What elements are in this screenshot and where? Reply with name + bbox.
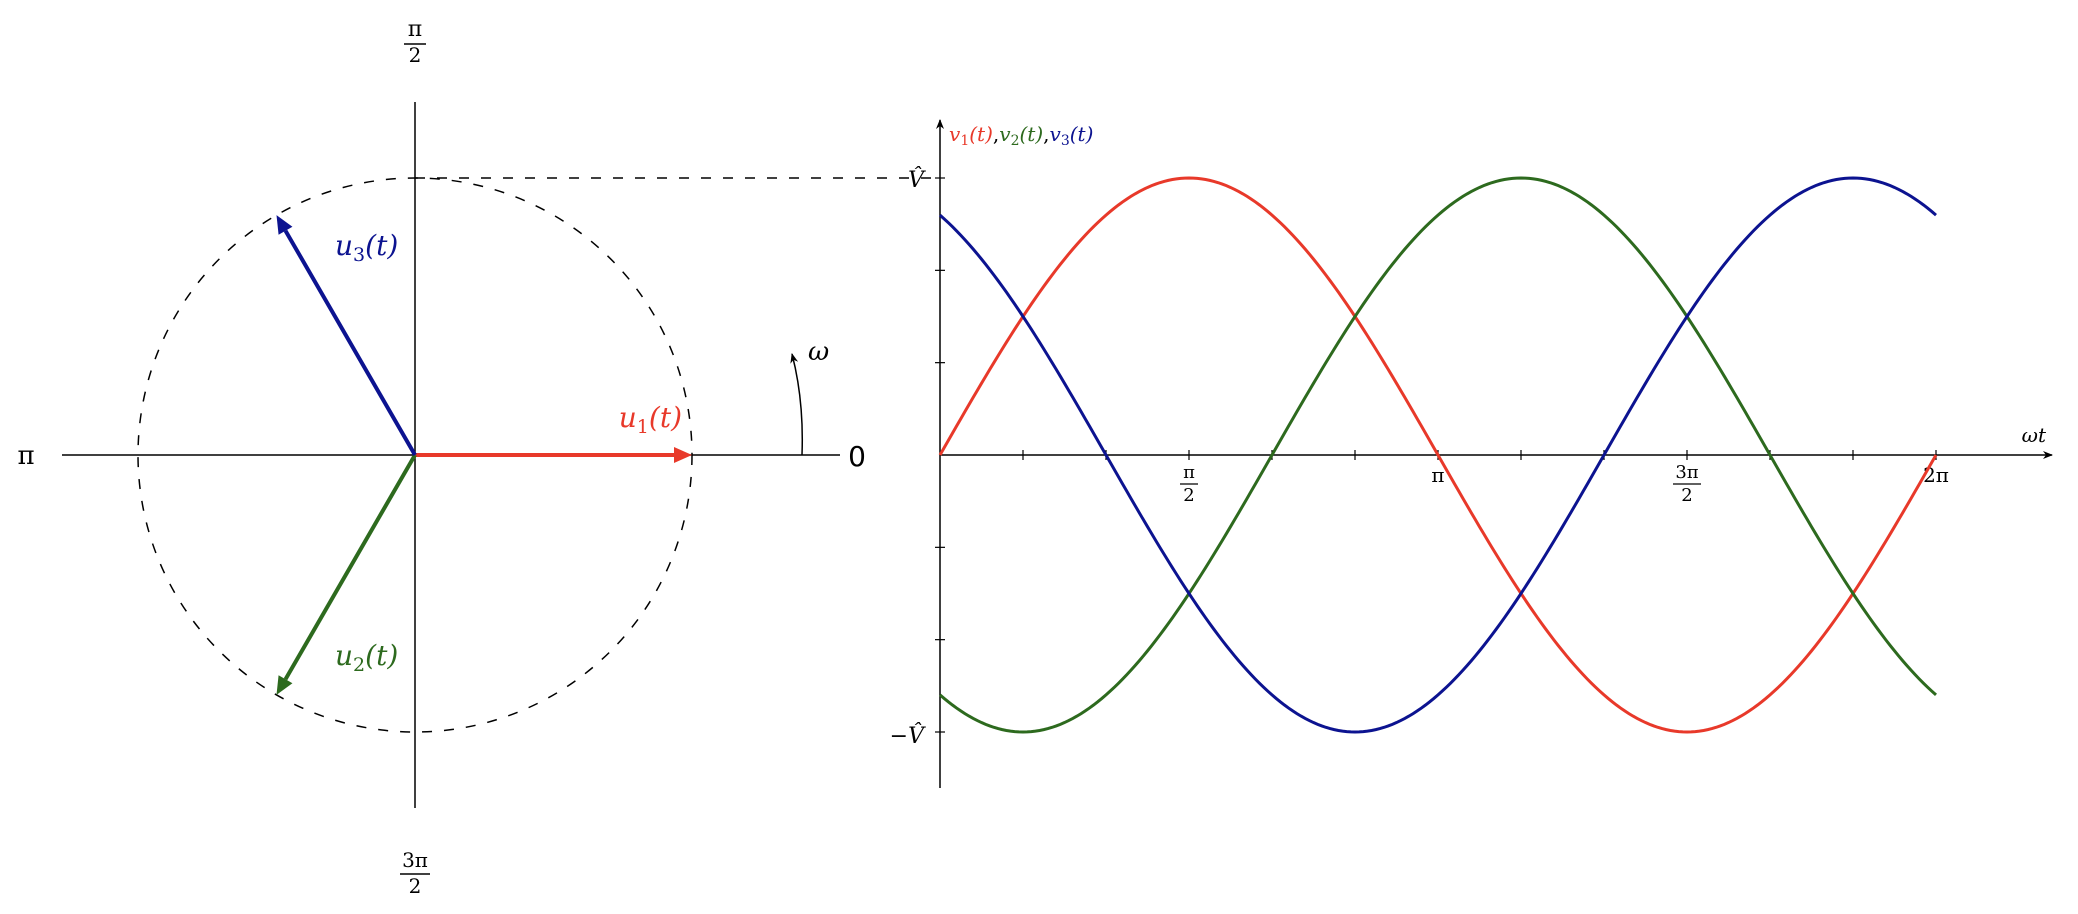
phasor-arrows: u1(t) u2(t) u3(t) <box>276 215 692 695</box>
chart-x-axis-label: ωt <box>2022 423 2047 447</box>
series-line-1 <box>938 176 1938 734</box>
svg-text:2: 2 <box>1183 485 1194 506</box>
svg-text:3π: 3π <box>402 848 428 872</box>
rotation-label: ω <box>808 337 829 367</box>
x-tick-label: π <box>1431 463 1444 487</box>
chart-series <box>938 176 1938 734</box>
y-tick-label-max: V̂ <box>908 167 926 193</box>
angle-label-bottom: 3π 2 <box>400 848 430 898</box>
angle-label-right: 0 <box>848 440 866 473</box>
y-tick-label-min: −V̂ <box>890 723 926 749</box>
angle-label-top: π 2 <box>404 17 426 67</box>
phasor-1-arrowhead <box>674 447 692 463</box>
phasor-diagram: π 2 3π 2 π 0 ω u1(t) u2(t) u3(t) <box>17 17 940 898</box>
angle-label-left: π <box>17 441 34 471</box>
x-tick-label: 3π2 <box>1673 462 1701 506</box>
phasor-2-arrowhead <box>276 675 293 695</box>
svg-text:3π: 3π <box>1675 462 1698 483</box>
x-tick-label: π2 <box>1180 462 1198 506</box>
svg-text:2: 2 <box>1681 485 1692 506</box>
phasor-1-label: u1(t) <box>619 401 682 438</box>
phasor-3-label: u3(t) <box>335 229 398 266</box>
rotation-arc-icon <box>790 353 804 456</box>
svg-text:2: 2 <box>409 43 422 67</box>
series-line-3 <box>939 176 1937 734</box>
chart-y-axis-label: v1(t),v2(t),v3(t) <box>949 122 1093 149</box>
series-line-2 <box>939 176 1937 734</box>
phasor-3-arrow <box>283 229 417 456</box>
y-label-part-1: v1(t) <box>949 122 993 149</box>
svg-text:2π: 2π <box>1923 463 1949 487</box>
phasor-3-arrowhead <box>276 215 293 235</box>
y-label-part-3: v3(t) <box>1050 122 1094 149</box>
phasor-2-label: u2(t) <box>335 639 398 676</box>
svg-text:2: 2 <box>409 874 422 898</box>
y-label-part-2: v2(t) <box>999 122 1043 149</box>
phasor-2-arrow <box>283 454 417 681</box>
svg-text:π: π <box>1183 462 1195 483</box>
x-tick-label: 2π <box>1923 463 1949 487</box>
svg-text:π: π <box>1431 463 1444 487</box>
svg-text:π: π <box>408 17 422 42</box>
